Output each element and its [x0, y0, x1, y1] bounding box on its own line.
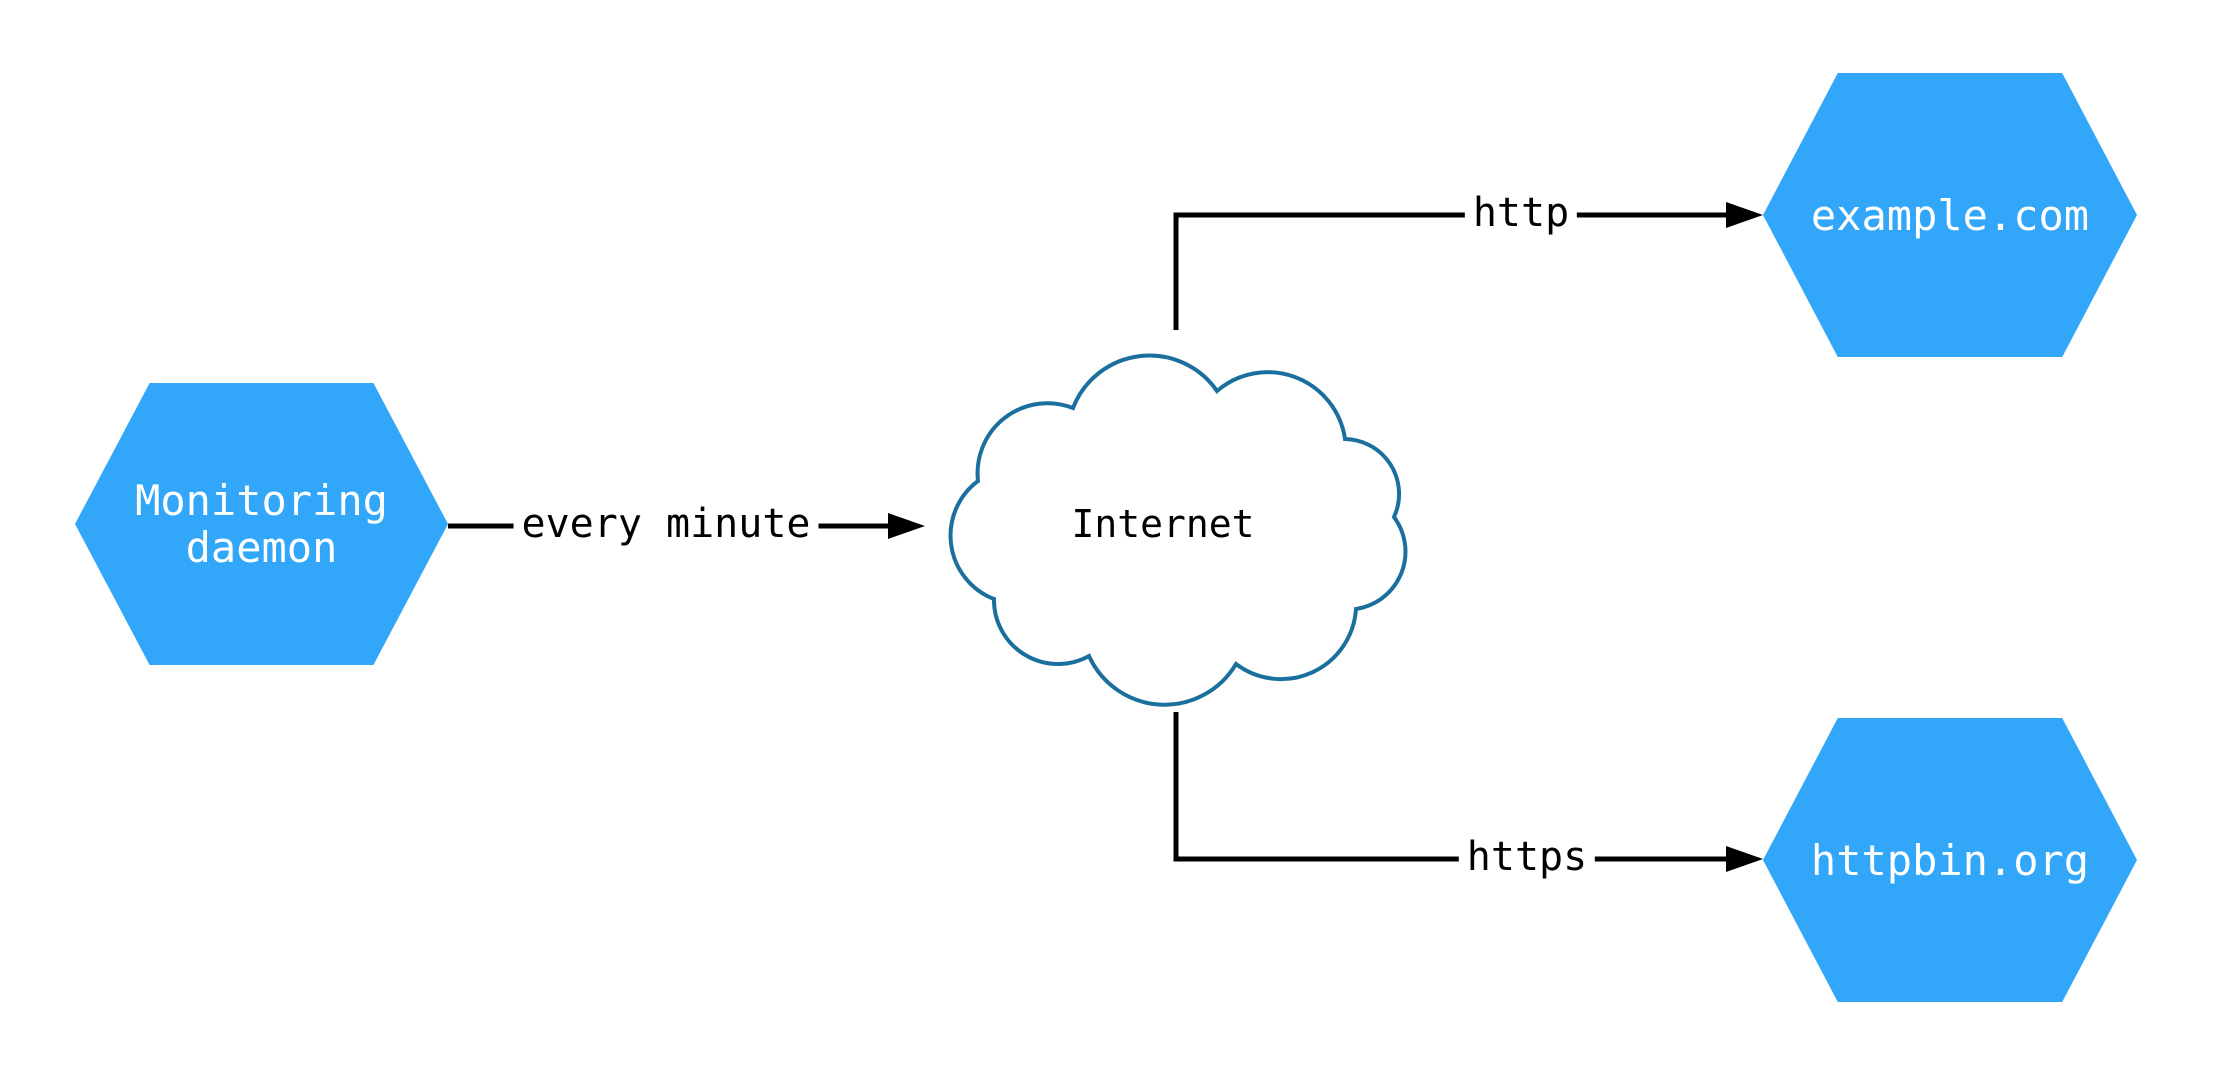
edge-label-every-minute: every minute — [513, 501, 819, 547]
node-example-com-label: example.com — [1810, 190, 2090, 240]
node-httpbin-org: httpbin.org — [1763, 718, 2137, 1002]
node-example-com: example.com — [1763, 73, 2137, 357]
node-monitoring-daemon-label-line2: daemon — [185, 523, 338, 572]
node-internet-label: Internet — [1071, 502, 1255, 546]
edge-http-line — [1173, 212, 1730, 330]
node-httpbin-org-label: httpbin.org — [1810, 835, 2090, 885]
edge-every-minute-arrowhead — [888, 513, 925, 539]
internet-cloud-shape — [948, 353, 1408, 707]
edge-https-arrowhead — [1726, 846, 1763, 872]
node-monitoring-daemon-label: Monitoring daemon — [135, 477, 388, 571]
node-monitoring-daemon-label-line1: Monitoring — [135, 476, 388, 525]
node-monitoring-daemon: Monitoring daemon — [75, 383, 448, 665]
edge-http-arrowhead — [1726, 202, 1763, 228]
edge-label-https: https — [1458, 834, 1596, 880]
edge-label-http: http — [1464, 190, 1578, 236]
edge-https-line — [1173, 712, 1730, 862]
